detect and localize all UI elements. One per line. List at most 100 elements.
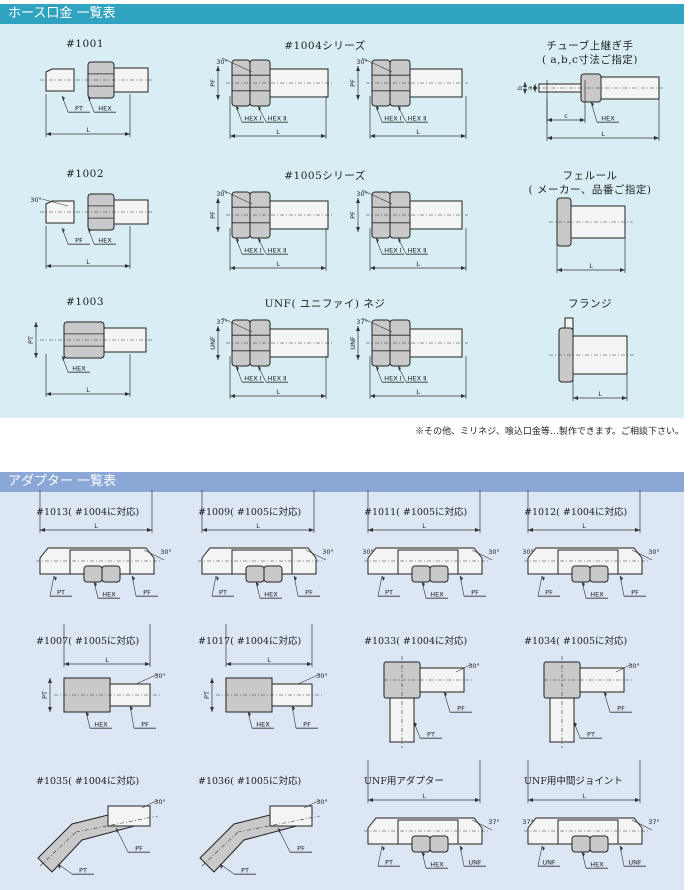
adapter-pt-8: PT [79,867,87,875]
flange-length: L [598,390,602,398]
fitting-hex1-4-1: HEX Ⅰ [384,247,402,255]
adapter-angle-left-2: 30° [362,548,374,556]
fitting-hex2-1-1: HEX Ⅱ [408,115,427,123]
adapter-length-0: L [94,522,98,530]
fitting-title-6: #1003 [65,296,105,308]
hose-fittings-header: ホース口金 一覧表 [0,4,684,24]
adapter-title-9: #1036( #1005に対応) [198,776,302,787]
adapter-title-0: #1013( #1004に対応) [36,507,140,518]
fitting-thread-7-1: UNF [349,336,357,350]
adapter-angle-right-3: 30° [648,548,660,556]
fitting-drawing-0: PT HEX L [40,61,154,137]
adapter-length-3: L [582,522,586,530]
fitting-angle-4-1: 30° [356,190,368,198]
adapter-angle-10: 37° [488,818,500,826]
fitting-title-5: フェルール [562,170,618,182]
fitting-length-1-1: L [416,128,420,136]
adapter-angle-right-11: 37° [648,818,660,826]
adapters-header: アダプター 一覧表 [0,472,684,492]
adapter-hex-4: HEX [94,721,108,729]
adapter-hex-1: HEX [264,591,278,599]
fitting-hex2-7-1: HEX Ⅱ [408,375,427,383]
fitting-label-0-b: HEX [98,105,112,113]
fitting-label-0-a: PT [75,105,83,113]
fitting-length-0: L [86,126,90,134]
adapter-title-6: #1033( #1004に対応) [364,636,468,647]
adapter-angle-9: 30° [316,798,328,806]
adapter-angle-6: 30° [468,662,480,670]
fitting-hex1-7-0: HEX Ⅰ [244,375,262,383]
fitting-title-3: #1002 [65,168,105,180]
fitting-length-7-0: L [276,388,280,396]
adapter-pf-9: PF [297,845,305,853]
adapter-hex-3: HEX [590,591,604,599]
fitting-hex1-1-1: HEX Ⅰ [384,115,402,123]
adapter-length-10: L [422,792,426,800]
adapter-end1-10: PT [385,859,393,867]
adapter-end1-2: PT [385,589,393,597]
adapter-angle-left-3: 30° [522,548,534,556]
fitting-hex2-7-0: HEX Ⅱ [268,375,287,383]
adapter-length-2: L [422,522,426,530]
adapter-angle-right-2: 30° [488,548,500,556]
adapter-title-7: #1034( #1005に対応) [524,636,628,647]
fitting-length-6: L [86,386,90,394]
fitting-length-1-0: L [276,128,280,136]
fitting-thread-4-0: PF [209,211,217,219]
adapter-length-1: L [256,522,260,530]
fitting-label-3-b: HEX [98,237,112,245]
adapter-hex-5: HEX [256,721,270,729]
adapter-hex-11: HEX [590,861,604,869]
fitting-label-3-a: PF [75,237,83,245]
fitting-angle-7-0: 37° [216,318,228,326]
fitting-hex1-4-0: HEX Ⅰ [244,247,262,255]
adapter-pt-7: PT [587,731,595,739]
fitting-drawing-5: L [549,197,633,273]
adapter-title-10: UNF用アダプター [364,776,444,787]
fitting-hex2-4-1: HEX Ⅱ [408,247,427,255]
fitting-length-3: L [86,258,90,266]
adapter-end2-10: UNF [468,859,482,867]
adapter-end1-1: PT [219,589,227,597]
fitting-hex2-4-0: HEX Ⅱ [268,247,287,255]
fitting-subtitle-5: ( メーカー、品番ご指定) [528,184,652,196]
adapter-angle-0: 30° [160,548,172,556]
fitting-hex2-1-0: HEX Ⅱ [268,115,287,123]
adapter-end2-0: PF [143,589,151,597]
adapter-hex-10: HEX [430,861,444,869]
adapter-pt-9: PT [241,867,249,875]
fitting-label-6-pt: PT [27,336,35,344]
fitting-length-7-1: L [416,388,420,396]
fitting-title-7: UNF( ユニファイ) ネジ [264,298,386,310]
adapter-length-11: L [582,792,586,800]
adapter-angle-8: 30° [154,798,166,806]
fitting-hex1-7-1: HEX Ⅰ [384,375,402,383]
adapter-title-5: #1017( #1004に対応) [198,636,302,647]
adapter-angle-left-11: 37° [522,818,534,826]
adapter-title-8: #1035( #1004に対応) [36,776,140,787]
fitting-drawing-3: 30° PF HEX L [30,193,154,269]
adapter-pt-4: PT [41,691,49,699]
fitting-length-4-0: L [276,260,280,268]
fitting-title-0: #1001 [65,38,105,50]
adapter-pt-5: PT [203,691,211,699]
fitting-hex1-1-0: HEX Ⅰ [244,115,262,123]
adapter-title-11: UNF用中間ジョイント [524,776,623,787]
fitting-angle-3: 30° [30,196,42,204]
adapter-hex-0: HEX [102,591,116,599]
tube-hex: HEX [601,115,615,123]
fitting-title-8: フランジ [568,298,612,310]
adapter-end2-1: PF [305,589,313,597]
fitting-angle-4-0: 30° [216,190,228,198]
adapter-end2-11: UNF [628,859,642,867]
fitting-angle-1-1: 30° [356,58,368,66]
